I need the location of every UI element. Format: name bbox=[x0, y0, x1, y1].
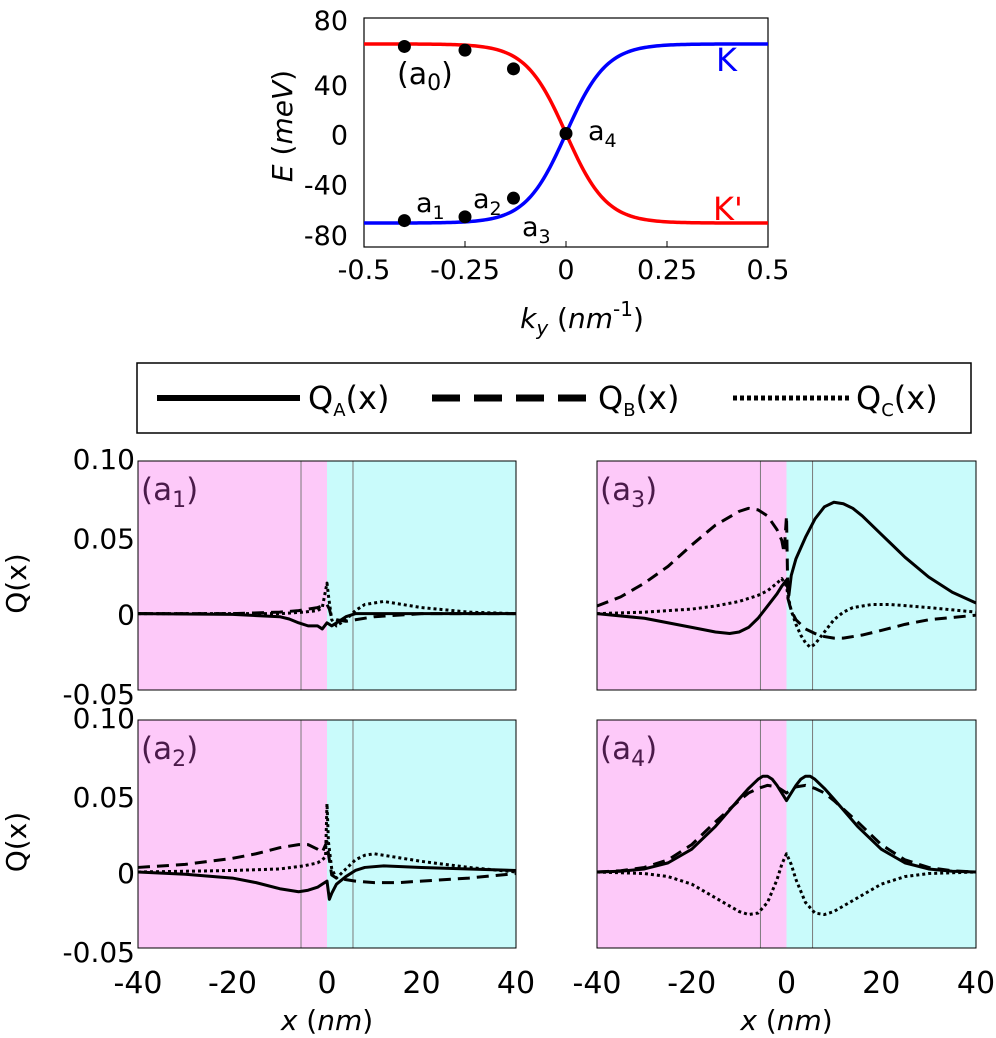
x-tick-label: -20 bbox=[208, 966, 257, 1001]
series-line-QAx bbox=[596, 500, 977, 636]
y-axis-label: Q(x) bbox=[0, 553, 33, 613]
x-tick-label: 0 bbox=[777, 966, 796, 1001]
x-tick-label: 40 bbox=[497, 966, 535, 1001]
region-left bbox=[597, 461, 787, 690]
x-tick-label: 20 bbox=[862, 966, 900, 1001]
legend-label: QA(x) bbox=[308, 379, 389, 421]
series-line-QAx bbox=[596, 774, 977, 874]
panel-a4: (a4) -40 -20 0 20 40 x (nm) bbox=[573, 719, 995, 1037]
legend-label: QC(x) bbox=[856, 379, 938, 421]
panel-a3: (a3) bbox=[596, 460, 977, 691]
y-axis-label: Q(x) bbox=[0, 812, 33, 872]
y-tick-label: 0.10 bbox=[73, 702, 135, 735]
series-line-QBx bbox=[137, 840, 517, 885]
x-tick-label: 0.5 bbox=[747, 255, 790, 286]
panel-label-a3: (a3) bbox=[600, 472, 657, 513]
data-point bbox=[458, 210, 472, 224]
y-tick-label: 80 bbox=[314, 6, 348, 37]
region-right bbox=[786, 461, 976, 690]
region-right bbox=[327, 720, 516, 948]
legend: QA(x) QB(x) QC(x) bbox=[136, 362, 972, 434]
x-tick-label: -0.25 bbox=[430, 255, 500, 286]
x-tick-label: 20 bbox=[402, 966, 440, 1001]
y-tick-label: -0.05 bbox=[63, 678, 135, 711]
x-tick-label: -20 bbox=[667, 966, 716, 1001]
panel-a2: (a2)0.10 0.05 0 -0.05 Q(x) -40 -20 0 20 40 x (nm) bbox=[0, 702, 535, 1037]
x-tick-label: 0.25 bbox=[637, 255, 697, 286]
data-point bbox=[559, 127, 573, 140]
region-right bbox=[327, 461, 516, 690]
plot-frame-a2 bbox=[137, 719, 517, 949]
series-line-QAx bbox=[137, 864, 517, 901]
panel-a1: (a1)0.10 0.05 0 -0.05 Q(x) bbox=[0, 443, 517, 711]
data-point bbox=[458, 43, 472, 57]
y-tick-label: -80 bbox=[304, 221, 348, 252]
data-point bbox=[397, 214, 411, 228]
data-point bbox=[397, 39, 411, 53]
point-label-a1: a1 bbox=[416, 188, 445, 224]
y-tick-label: -0.05 bbox=[63, 936, 135, 969]
legend-label: QB(x) bbox=[598, 379, 679, 421]
series-line-QCx bbox=[138, 581, 517, 628]
x-axis-label: x (nm) bbox=[280, 1004, 373, 1037]
y-tick-label: 0.05 bbox=[73, 781, 135, 814]
y-tick-label: -40 bbox=[304, 170, 348, 201]
series-line-QCx bbox=[137, 802, 517, 880]
plot-frame-a1 bbox=[137, 460, 517, 691]
x-tick-label: 40 bbox=[957, 966, 995, 1001]
panel-label-a2: (a2) bbox=[141, 731, 198, 772]
x-tick-label: -40 bbox=[114, 966, 163, 1001]
point-label-a4: a4 bbox=[588, 116, 617, 152]
y-tick-label: 0 bbox=[117, 599, 135, 632]
y-tick-label: 0 bbox=[117, 857, 135, 890]
region-left bbox=[138, 720, 327, 948]
x-tick-label: 0 bbox=[557, 255, 574, 286]
panel-label-a4: (a4) bbox=[600, 731, 657, 772]
plot-frame-a4 bbox=[596, 719, 977, 949]
panel-label-a0: (a0) bbox=[397, 57, 453, 96]
x-tick-label: -0.5 bbox=[338, 255, 391, 286]
series-label-Kprime: K' bbox=[713, 190, 743, 228]
series-line-QBx bbox=[596, 783, 977, 874]
x-tick-label: 0 bbox=[317, 966, 336, 1001]
data-point bbox=[506, 62, 520, 76]
plot-frame-a3 bbox=[596, 460, 977, 691]
x-axis-label: x (nm) bbox=[739, 1004, 832, 1037]
region-left bbox=[138, 461, 327, 690]
point-label-a3: a3 bbox=[522, 212, 551, 248]
x-tick-label: -40 bbox=[573, 966, 622, 1001]
point-label-a2: a2 bbox=[473, 184, 502, 220]
data-point bbox=[506, 191, 520, 205]
series-label-K: K bbox=[716, 41, 738, 79]
y-tick-label: 40 bbox=[314, 71, 348, 102]
series-line-QCx bbox=[596, 577, 977, 649]
x-axis-label: ky (nm-1) bbox=[520, 297, 644, 340]
series-line-QBx bbox=[596, 506, 977, 640]
panel-label-a1: (a1) bbox=[141, 472, 198, 513]
series-line-QCx bbox=[596, 852, 977, 917]
y-tick-label: 0.10 bbox=[73, 443, 135, 476]
region-left bbox=[597, 720, 787, 948]
series-line-QAx bbox=[137, 612, 516, 631]
series-line-QBx bbox=[138, 603, 516, 623]
region-right bbox=[786, 720, 976, 948]
y-axis-label: E (meV) bbox=[266, 70, 299, 182]
y-tick-label: 0 bbox=[331, 121, 348, 152]
panel-a0: -0.5 -0.25 0 0.25 0.5 80 40 0 -40 -80 ky (nm-1) E (… bbox=[266, 6, 789, 340]
y-tick-label: 0.05 bbox=[73, 522, 135, 555]
